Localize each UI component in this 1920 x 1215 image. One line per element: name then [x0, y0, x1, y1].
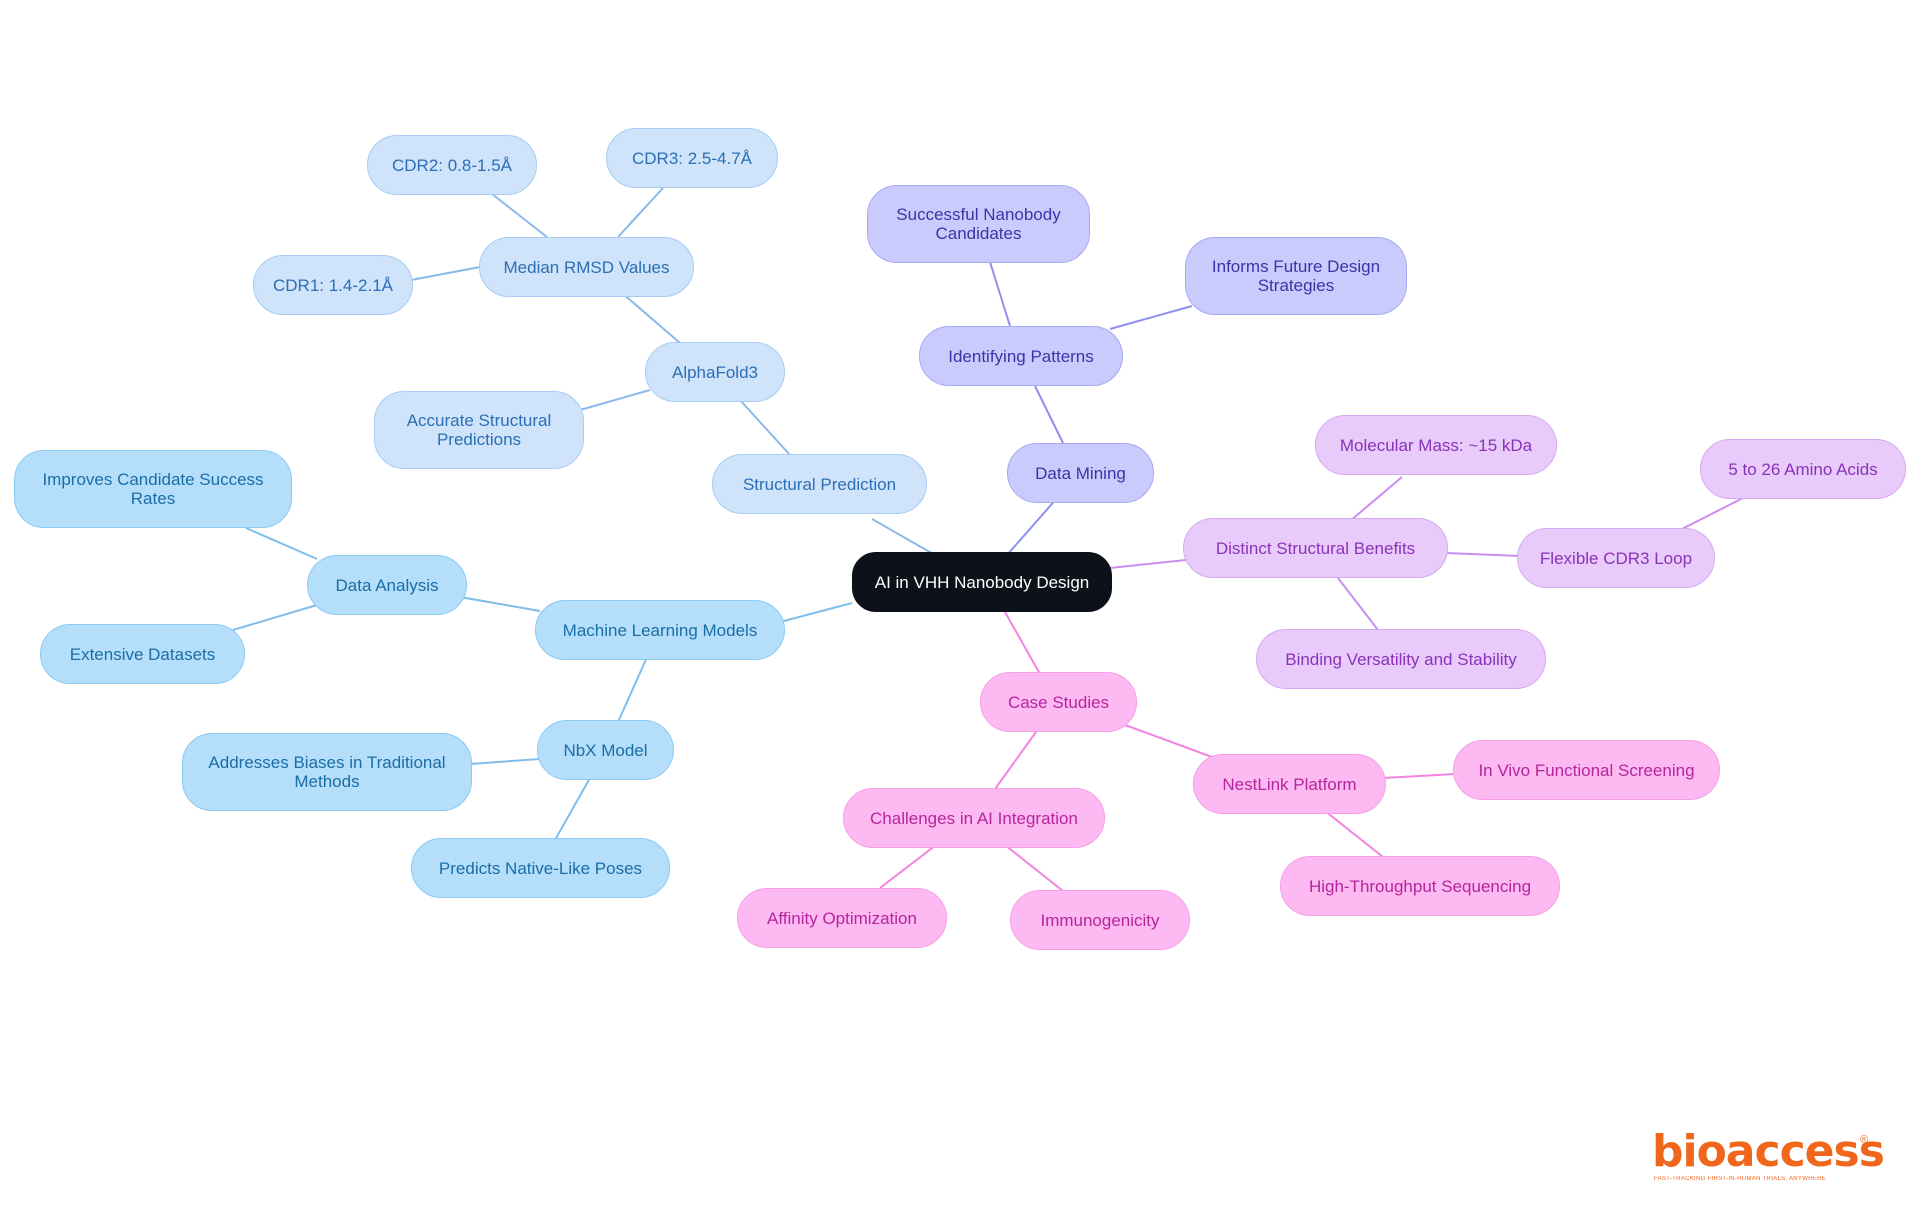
logo-tagline: FAST-TRACKING FIRST-IN-HUMAN TRIALS, ANY… — [1654, 1176, 1827, 1182]
structural-benefits-node[interactable]: Distinct Structural Benefits — [1183, 518, 1448, 578]
improves-candidate-line-2: Rates — [130, 489, 176, 508]
identifying-patterns-label: Identifying Patterns — [948, 346, 1094, 366]
flexible-cdr3-label: Flexible CDR3 Loop — [1539, 548, 1693, 568]
molecular-mass-node[interactable]: Molecular Mass: ~15 kDa — [1315, 415, 1557, 475]
alphafold3-node[interactable]: AlphaFold3 — [645, 342, 785, 402]
case-studies-label: Case Studies — [1007, 692, 1110, 712]
logo-wordmark: bioaccess — [1652, 1126, 1885, 1177]
registered-mark: ® — [1860, 1134, 1869, 1146]
data-analysis-label: Data Analysis — [335, 575, 439, 595]
cdr2-label: CDR2: 0.8-1.5Å — [392, 155, 512, 175]
cdr2-node[interactable]: CDR2: 0.8-1.5Å — [367, 135, 537, 195]
informs-future-line-1: Informs Future Design — [1211, 257, 1381, 276]
case-studies-node[interactable]: Case Studies — [980, 672, 1137, 732]
affinity-optimization-label: Affinity Optimization — [767, 908, 917, 928]
structural-prediction-node[interactable]: Structural Prediction — [712, 454, 927, 514]
nbx-model-node[interactable]: NbX Model — [537, 720, 674, 780]
median-rmsd-node[interactable]: Median RMSD Values — [479, 237, 694, 297]
improves-candidate-node[interactable]: Improves Candidate Success Rates — [14, 450, 292, 528]
cdr3-label: CDR3: 2.5-4.7Å — [632, 148, 752, 168]
nestlink-platform-label: NestLink Platform — [1222, 774, 1357, 794]
nestlink-platform-node[interactable]: NestLink Platform — [1193, 754, 1386, 814]
identifying-patterns-node[interactable]: Identifying Patterns — [919, 326, 1123, 386]
informs-future-line-2: Strategies — [1257, 276, 1335, 295]
cdr3-node[interactable]: CDR3: 2.5-4.7Å — [606, 128, 778, 188]
challenges-ai-node[interactable]: Challenges in AI Integration — [843, 788, 1105, 848]
structural-prediction-label: Structural Prediction — [742, 474, 897, 494]
flexible-cdr3-node[interactable]: Flexible CDR3 Loop — [1517, 528, 1715, 588]
addresses-biases-line-1: Addresses Biases in Traditional — [208, 753, 446, 772]
binding-versatility-node[interactable]: Binding Versatility and Stability — [1256, 629, 1546, 689]
accurate-predictions-line-2: Predictions — [436, 430, 522, 449]
improves-candidate-line-1: Improves Candidate Success — [42, 470, 264, 489]
data-mining-label: Data Mining — [1035, 463, 1126, 483]
in-vivo-screening-node[interactable]: In Vivo Functional Screening — [1453, 740, 1720, 800]
binding-versatility-label: Binding Versatility and Stability — [1285, 649, 1517, 669]
amino-acids-node[interactable]: 5 to 26 Amino Acids — [1700, 439, 1906, 499]
predicts-poses-node[interactable]: Predicts Native-Like Poses — [411, 838, 670, 898]
root-node[interactable]: AI in VHH Nanobody Design — [852, 552, 1112, 612]
structural-benefits-label: Distinct Structural Benefits — [1215, 538, 1416, 558]
machine-learning-node[interactable]: Machine Learning Models — [535, 600, 785, 660]
extensive-datasets-node[interactable]: Extensive Datasets — [40, 624, 245, 684]
cdr1-label: CDR1: 1.4-2.1Å — [273, 275, 393, 295]
high-throughput-label: High-Throughput Sequencing — [1308, 876, 1532, 896]
median-rmsd-label: Median RMSD Values — [503, 257, 670, 277]
nbx-model-label: NbX Model — [563, 740, 648, 760]
extensive-datasets-label: Extensive Datasets — [69, 644, 216, 664]
immunogenicity-label: Immunogenicity — [1040, 910, 1160, 930]
high-throughput-node[interactable]: High-Throughput Sequencing — [1280, 856, 1560, 916]
molecular-mass-label: Molecular Mass: ~15 kDa — [1339, 435, 1533, 455]
alphafold3-label: AlphaFold3 — [671, 362, 758, 382]
machine-learning-label: Machine Learning Models — [562, 620, 758, 640]
bioaccess-logo: bioaccess ® FAST-TRACKING FIRST-IN-HUMAN… — [1652, 1128, 1885, 1188]
challenges-ai-label: Challenges in AI Integration — [870, 808, 1078, 828]
successful-candidates-line-1: Successful Nanobody — [896, 205, 1061, 224]
predicts-poses-label: Predicts Native-Like Poses — [438, 858, 643, 878]
addresses-biases-node[interactable]: Addresses Biases in Traditional Methods — [182, 733, 472, 811]
successful-candidates-node[interactable]: Successful Nanobody Candidates — [867, 185, 1090, 263]
informs-future-node[interactable]: Informs Future Design Strategies — [1185, 237, 1407, 315]
amino-acids-label: 5 to 26 Amino Acids — [1728, 459, 1878, 479]
cdr1-node[interactable]: CDR1: 1.4-2.1Å — [253, 255, 413, 315]
affinity-optimization-node[interactable]: Affinity Optimization — [737, 888, 947, 948]
data-mining-node[interactable]: Data Mining — [1007, 443, 1154, 503]
in-vivo-screening-label: In Vivo Functional Screening — [1478, 760, 1695, 780]
root-label: AI in VHH Nanobody Design — [874, 572, 1090, 592]
successful-candidates-line-2: Candidates — [935, 224, 1022, 243]
addresses-biases-line-2: Methods — [294, 772, 360, 791]
immunogenicity-node[interactable]: Immunogenicity — [1010, 890, 1190, 950]
accurate-predictions-line-1: Accurate Structural — [406, 411, 552, 430]
accurate-predictions-node[interactable]: Accurate Structural Predictions — [374, 391, 584, 469]
data-analysis-node[interactable]: Data Analysis — [307, 555, 467, 615]
